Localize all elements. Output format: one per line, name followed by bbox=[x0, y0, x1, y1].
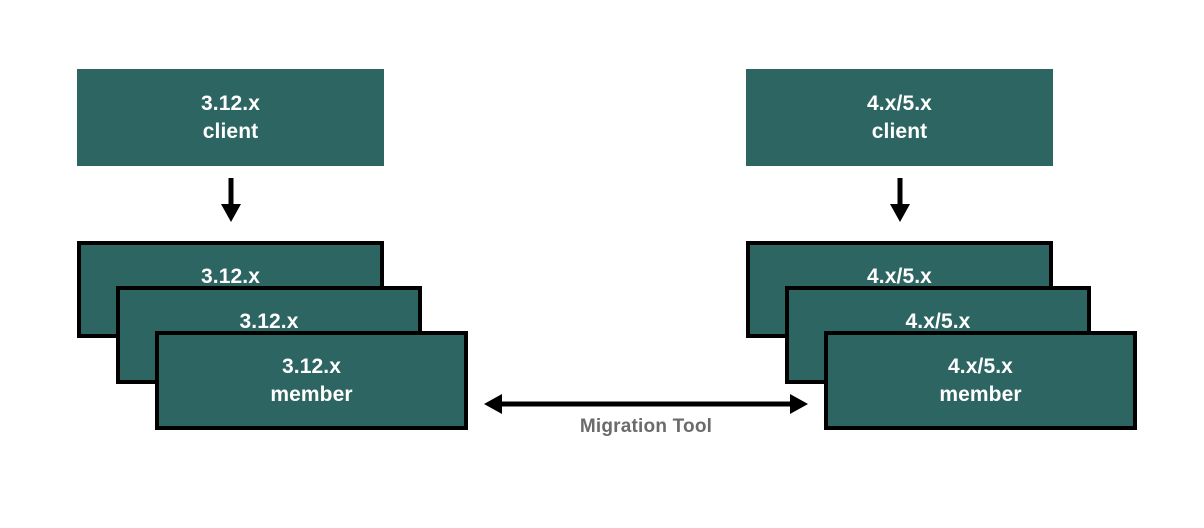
right-member-1-role: member bbox=[939, 382, 1022, 406]
arrow-left-right-icon bbox=[484, 394, 808, 414]
arrow-down-icon bbox=[221, 178, 241, 222]
right-client-box: 4.x/5.x client bbox=[746, 69, 1053, 166]
left-member-box-1: 3.12.x member bbox=[155, 331, 468, 430]
left-member-3-version: 3.12.x bbox=[201, 265, 260, 288]
left-client-box: 3.12.x client bbox=[77, 69, 384, 166]
right-client-role: client bbox=[871, 119, 928, 143]
left-client-version: 3.12.x bbox=[201, 91, 260, 115]
arrow-down-icon bbox=[890, 178, 910, 222]
left-client-role: client bbox=[202, 119, 259, 143]
right-member-box-1: 4.x/5.x member bbox=[824, 331, 1137, 430]
migration-tool-label: Migration Tool bbox=[579, 416, 713, 437]
left-member-1-version: 3.12.x bbox=[282, 354, 341, 378]
right-member-1-version: 4.x/5.x bbox=[948, 354, 1013, 378]
left-member-1-role: member bbox=[270, 382, 353, 406]
right-client-version: 4.x/5.x bbox=[867, 91, 932, 115]
left-member-2-version: 3.12.x bbox=[239, 310, 299, 333]
right-member-2-version: 4.x/5.x bbox=[905, 310, 971, 333]
right-member-3-version: 4.x/5.x bbox=[867, 265, 932, 288]
